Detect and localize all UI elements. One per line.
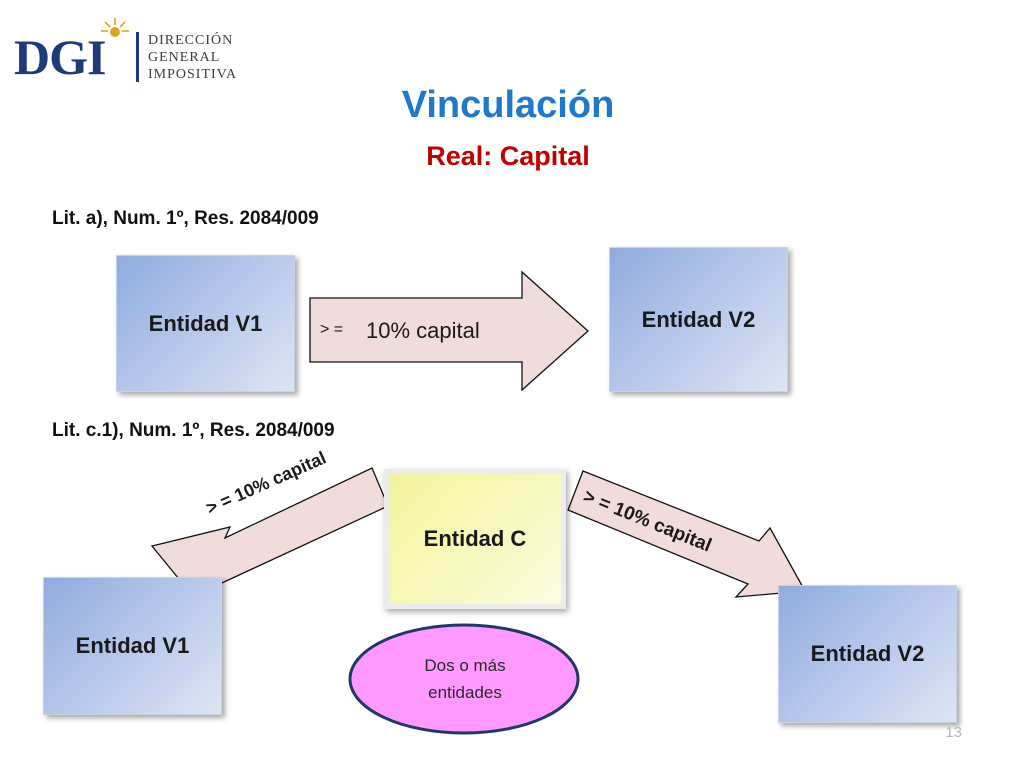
entity-v1-a: Entidad V1 <box>116 255 295 392</box>
entity-v1-c1: Entidad V1 <box>43 577 222 715</box>
arrow-a-value: 10% capital <box>366 318 480 343</box>
section-a-label: Lit. a), Num. 1º, Res. 2084/009 <box>52 208 319 229</box>
ellipse-label: Dos o más entidades <box>350 652 580 706</box>
arrow-right-c1 <box>567 470 807 598</box>
arrow-right-a <box>309 270 589 392</box>
logo-line-3: IMPOSITIVA <box>148 67 238 82</box>
ellipse-line-2: entidades <box>428 683 502 702</box>
arrow-a-prefix: > = <box>320 321 344 338</box>
logo-divider <box>136 32 139 82</box>
logo-line-1: DIRECCIÓN <box>148 33 234 48</box>
ellipse-line-1: Dos o más <box>424 656 506 675</box>
dgi-logo: DGI DIRECCIÓN GENERAL IMPOSITIVA <box>14 18 244 88</box>
entity-v2-a: Entidad V2 <box>609 247 788 392</box>
logo-line-2: GENERAL <box>148 50 221 65</box>
ellipse-shape <box>348 623 580 735</box>
page-subtitle: Real: Capital <box>426 141 590 171</box>
section-c1-label: Lit. c.1), Num. 1º, Res. 2084/009 <box>52 420 335 441</box>
entity-c: Entidad C <box>384 469 566 609</box>
sun-icon <box>101 18 129 37</box>
page-title: Vinculación <box>401 84 615 126</box>
logo-acronym: DGI <box>14 29 106 85</box>
page-number: 13 <box>945 724 962 741</box>
arrow-left-c1 <box>150 467 389 607</box>
entity-v2-c1: Entidad V2 <box>778 585 957 723</box>
